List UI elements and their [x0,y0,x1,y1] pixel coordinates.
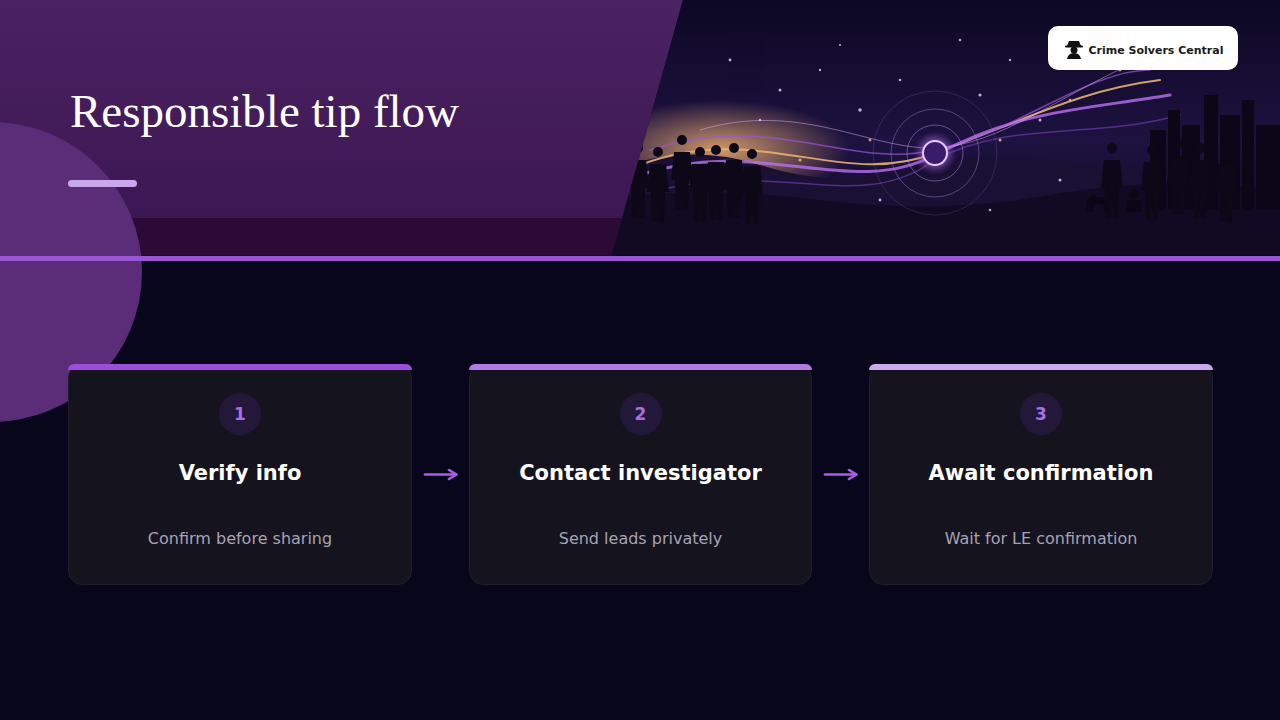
card-accent [68,364,412,370]
step-number: 2 [620,393,662,435]
step-number: 3 [1020,393,1062,435]
card-accent [469,364,812,370]
step-title: Contact investigator [470,461,811,485]
brand-name: Crime Solvers Central [1089,44,1224,57]
step-card: 2Contact investigatorSend leads privatel… [469,364,812,585]
step-title: Verify info [69,461,411,485]
flow-arrow [825,473,856,476]
slide-title: Responsible tip flow [70,84,459,138]
flow-arrow [425,473,456,476]
step-description: Send leads privately [470,529,811,548]
logo-badge: Crime Solvers Central [1048,26,1238,70]
step-card: 3Await confirmationWait for LE confirmat… [869,364,1213,585]
step-description: Wait for LE confirmation [870,529,1212,548]
header-divider [0,256,1280,261]
illustration [590,0,1280,255]
card-accent [869,364,1213,370]
step-title: Await confirmation [870,461,1212,485]
step-number: 1 [219,393,261,435]
title-underline [68,180,137,187]
step-description: Confirm before sharing [69,529,411,548]
step-card: 1Verify infoConfirm before sharing [68,364,412,585]
detective-icon [1063,37,1085,59]
